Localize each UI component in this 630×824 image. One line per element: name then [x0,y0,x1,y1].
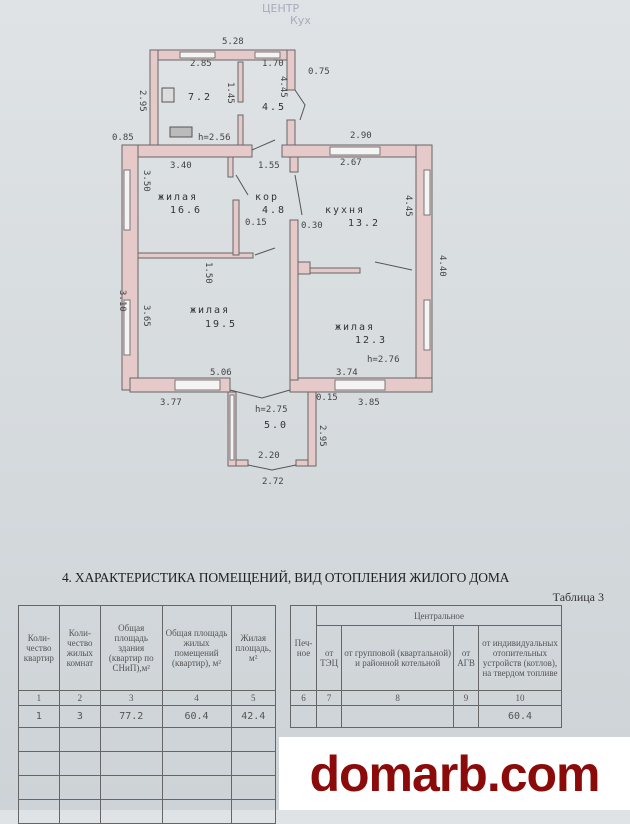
dimension: 3.77 [160,398,182,408]
section-title: 4. ХАРАКТЕРИСТИКА ПОМЕЩЕНИЙ, ВИД ОТОПЛЕН… [62,570,510,585]
table-cell [341,705,455,728]
dimension: 0.30 [301,221,323,231]
column-header: Жилая площадь, м² [230,605,276,691]
room-area: 16.6 [170,205,202,216]
table-cell: 42.4 [230,705,276,728]
room-area: 4.8 [262,205,286,216]
dimension: 1.45 [225,82,235,104]
ceiling-height: h=2.56 [198,133,231,143]
table-cell [289,705,318,728]
watermark: domarb.com [279,737,630,810]
pencil-note: ЦЕНТР [262,2,300,15]
dimension: 2.72 [262,477,284,487]
dimension: 3.50 [141,170,151,192]
table-label: Таблица 3 [552,590,604,604]
room-name: жилая [190,305,230,316]
dimension: 0.85 [112,133,134,143]
table-cell: 60.4 [478,705,562,728]
dimension: 0.75 [308,67,330,77]
column-header: Общая площадь жилых помещений (квартир),… [161,605,232,691]
room-area: 5.0 [264,420,288,431]
dimension: 0.15 [316,393,338,403]
dimension: 4.40 [437,255,447,277]
table-cell: 77.2 [99,705,163,728]
dimension: 4.45 [403,195,413,217]
table-row: 1 3 77.2 60.4 42.4 [18,705,276,728]
column-header: от ТЭЦ [316,625,343,691]
room-name: жилая [335,322,375,333]
dimension: 0.15 [245,218,267,228]
dimension: 3.74 [336,368,358,378]
dimension: 1.70 [262,59,284,69]
dimension: 3.40 [170,161,192,171]
room-name: кухня [325,205,365,216]
premises-table: Коли-чество квартир Коли-чество жилых ко… [18,605,276,824]
table-cell [316,705,343,728]
dimension: 5.28 [222,37,244,47]
dimension: 2.95 [137,90,147,112]
room-area: 13.2 [348,218,380,229]
room-name: жилая [158,192,198,203]
table-row: 60.4 [289,705,562,728]
column-header: от индивидуальных отопительных устройств… [478,625,562,691]
dimension: 1.50 [203,262,213,284]
table-row [18,775,276,800]
column-header: от АГВ [453,625,479,691]
column-number: 2 [58,690,101,706]
table-cell [453,705,479,728]
pencil-note: Кух [290,14,311,27]
dimension: 2.90 [350,131,372,141]
column-number: 3 [99,690,163,706]
table-cell: 1 [18,705,60,728]
column-number: 6 [289,690,318,706]
watermark-text: domarb.com [309,745,600,802]
heating-table: Печ-ное Центральное от ТЭЦ от групповой … [289,605,562,728]
column-number: 4 [161,690,232,706]
table-cell: 60.4 [161,705,232,728]
column-header: от групповой (квартальной) и районной ко… [341,625,455,691]
ceiling-height: h=2.75 [255,405,288,415]
room-area: 4.5 [262,102,286,113]
column-number: 1 [18,690,60,706]
column-number: 8 [341,690,455,706]
dimension: 2.20 [258,451,280,461]
room-area: 19.5 [205,319,237,330]
column-header: Печ-ное [289,605,318,691]
dimension: 5.06 [210,368,232,378]
dimension: 2.85 [190,59,212,69]
table-row [18,799,276,824]
dimension: 2.95 [317,425,327,447]
dimension: 3.65 [141,305,151,327]
group-header: Центральное [316,605,562,626]
column-number: 5 [230,690,276,706]
dimension: 3.85 [358,398,380,408]
room-area: 12.3 [355,335,387,346]
table-cell: 3 [58,705,101,728]
dimension: 4.45 [278,76,288,98]
column-header: Коли-чество квартир [18,605,60,691]
dimension: 2.67 [340,158,362,168]
column-number: 10 [478,690,562,706]
column-header: Коли-чество жилых комнат [58,605,101,691]
table-row [18,727,276,752]
column-number: 7 [316,690,343,706]
dimension: 3.10 [117,290,127,312]
dimension: 1.55 [258,161,280,171]
room-area: 7.2 [188,92,212,103]
column-number: 9 [453,690,479,706]
floor-plan: 7.2 4.5 жилая 16.6 кор 4.8 кухня 13.2 жи… [112,37,447,487]
room-name: кор [255,192,279,203]
ceiling-height: h=2.76 [367,355,400,365]
table-row [18,751,276,776]
column-header: Общая площадь здания (квартир по СНиП),м… [99,605,163,691]
